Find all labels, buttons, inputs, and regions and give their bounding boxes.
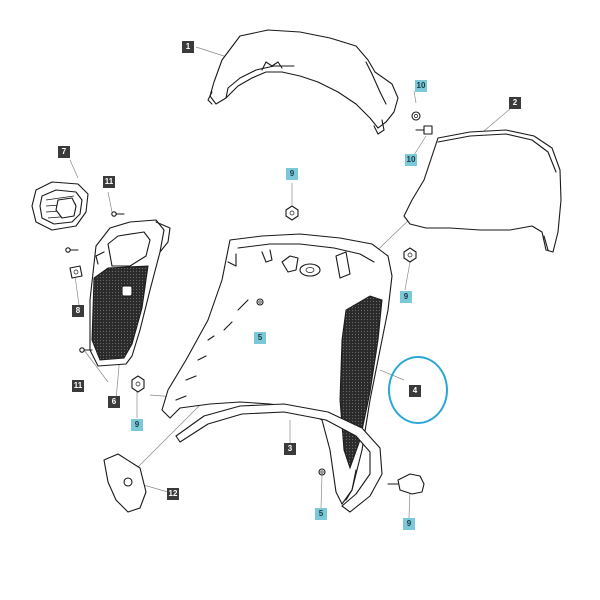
highlight-circle-part-4 [388, 356, 448, 424]
callout-label-10-lower: 10 [405, 154, 417, 166]
callout-label-5-lower: 5 [315, 508, 327, 520]
callout-label-6: 6 [108, 396, 120, 408]
callout-label-3: 3 [284, 443, 296, 455]
part-7-headlamp [31, 181, 89, 231]
part-5-clips [256, 298, 326, 476]
callout-label-5-upper: 5 [254, 332, 266, 344]
part-2-front-panel [403, 129, 562, 253]
part-3-trim-strip [175, 403, 383, 513]
callout-label-8: 8 [72, 305, 84, 317]
part-11-8-fasteners [65, 211, 125, 353]
callout-label-9-bottom: 9 [403, 518, 415, 530]
callout-label-1: 1 [182, 41, 194, 53]
callout-label-7: 7 [58, 146, 70, 158]
callout-label-10-upper: 10 [415, 80, 427, 92]
part-1-upper-cover [207, 29, 399, 135]
part-9-knob [387, 473, 425, 495]
part-12-cover-plate [103, 453, 147, 513]
part-4-lower-fairing [161, 233, 393, 505]
callout-label-9-right: 9 [400, 291, 412, 303]
part-10-hardware [411, 111, 433, 135]
callout-label-11-upper: 11 [103, 176, 115, 188]
part-9-grommets [131, 205, 417, 393]
callout-label-11-lower: 11 [72, 380, 84, 392]
callout-label-12: 12 [167, 488, 179, 500]
part-6-lamp-housing [89, 219, 171, 367]
callout-label-9-left: 9 [131, 419, 143, 431]
callout-label-2: 2 [509, 97, 521, 109]
callout-label-9-top: 9 [286, 168, 298, 180]
